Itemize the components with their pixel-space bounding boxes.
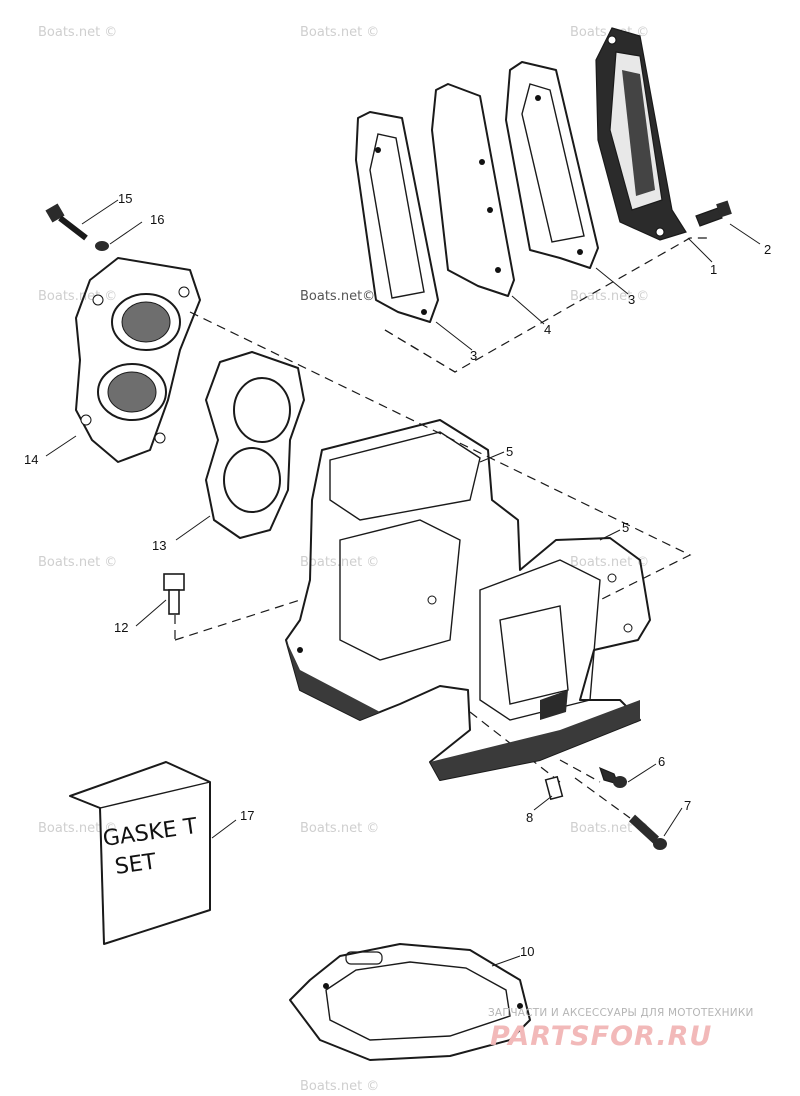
callout-14: 14 bbox=[24, 452, 38, 467]
part-14-cylinder-head bbox=[75, 257, 201, 463]
callout-3-left: 3 bbox=[470, 348, 477, 363]
watermark: Boats.net © bbox=[570, 555, 649, 570]
callout-5-right: 5 bbox=[622, 520, 629, 535]
watermark: Boats.net © bbox=[38, 555, 117, 570]
watermark: Boats.net © bbox=[300, 821, 379, 836]
part-6-screw bbox=[599, 766, 627, 788]
watermark: Boats.net © bbox=[300, 1079, 379, 1094]
callout-1: 1 bbox=[710, 262, 717, 277]
gasket-box-label-line1: GASKE T bbox=[101, 814, 199, 852]
part-16-washer bbox=[95, 241, 109, 251]
part-3-gasket-right bbox=[505, 61, 599, 269]
part-12-bolt bbox=[163, 573, 185, 615]
watermark: Boats.net © bbox=[570, 289, 649, 304]
callout-6: 6 bbox=[658, 754, 665, 769]
branding-logo: PARTSFOR.RU bbox=[490, 1021, 712, 1052]
part-15-bolt bbox=[45, 203, 88, 241]
callout-7: 7 bbox=[684, 798, 691, 813]
callout-13: 13 bbox=[152, 538, 166, 553]
watermark: Boats.net © bbox=[38, 25, 117, 40]
callout-5-top: 5 bbox=[506, 444, 513, 459]
gasket-box-label-line2: SET bbox=[113, 849, 158, 880]
callout-3-right: 3 bbox=[628, 292, 635, 307]
part-17-gasket-set-box: GASKE T SET bbox=[69, 761, 211, 945]
part-1-cover bbox=[595, 27, 687, 241]
part-4-plate bbox=[431, 83, 515, 297]
watermark: Boats.net © bbox=[38, 289, 117, 304]
callout-4: 4 bbox=[544, 322, 551, 337]
part-10-base-gasket bbox=[289, 943, 531, 1061]
callout-15: 15 bbox=[118, 191, 132, 206]
part-2-bolt bbox=[695, 200, 732, 227]
callout-17: 17 bbox=[240, 808, 254, 823]
callout-numbers: 15 16 14 13 12 5 5 1 2 3 4 3 6 7 8 17 10 bbox=[24, 191, 771, 959]
part-13-head-gasket bbox=[205, 351, 305, 539]
leader-lines bbox=[45, 199, 761, 967]
callout-10: 10 bbox=[520, 944, 534, 959]
watermark-dark: Boats.net© bbox=[300, 289, 375, 304]
site-branding: ЗАПЧАСТИ И АКСЕССУАРЫ ДЛЯ МОТОТЕХНИКИ PA… bbox=[488, 1007, 754, 1052]
watermark: Boats.net © bbox=[300, 25, 379, 40]
assembly-lines bbox=[174, 237, 708, 819]
part-8-dowel-pin bbox=[544, 775, 564, 801]
callout-8: 8 bbox=[526, 810, 533, 825]
part-5-crankcase bbox=[285, 419, 651, 781]
part-7-bolt bbox=[628, 814, 667, 850]
callout-2: 2 bbox=[764, 242, 771, 257]
watermark: Boats.net © bbox=[38, 821, 117, 836]
callout-16: 16 bbox=[150, 212, 164, 227]
branding-tagline: ЗАПЧАСТИ И АКСЕССУАРЫ ДЛЯ МОТОТЕХНИКИ bbox=[488, 1007, 754, 1019]
watermark-layer: Boats.net © Boats.net © Boats.net © Boat… bbox=[38, 25, 649, 1094]
callout-12: 12 bbox=[114, 620, 128, 635]
part-3-gasket-left bbox=[355, 111, 439, 323]
watermark: Boats.net © bbox=[570, 821, 649, 836]
